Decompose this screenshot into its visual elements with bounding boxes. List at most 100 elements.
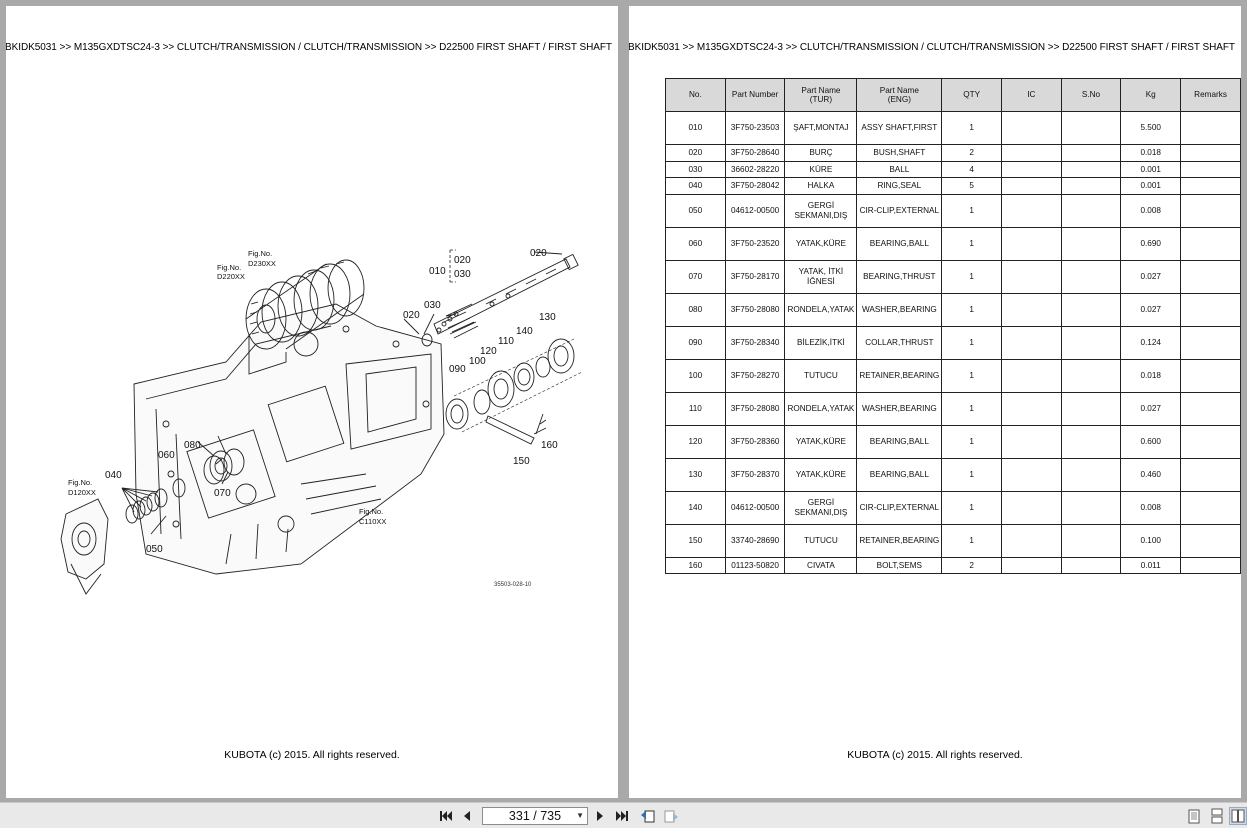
cell-part-number: 01123-50820 xyxy=(724,556,786,574)
cell-no: 100 xyxy=(665,358,726,393)
column-header-kg: Kg xyxy=(1120,78,1182,112)
cell-no: 020 xyxy=(665,144,726,162)
cell-kg: 0.018 xyxy=(1120,358,1182,393)
cell-no: 070 xyxy=(665,259,726,294)
breadcrumb: BKIDK5031 >> M135GXDTSC24-3 >> CLUTCH/TR… xyxy=(629,42,1235,53)
cell-sno xyxy=(1060,358,1122,393)
fig-ref-code: D230XX xyxy=(248,259,276,268)
cell-remarks xyxy=(1180,325,1241,360)
cell-no: 010 xyxy=(665,111,726,145)
cell-sno xyxy=(1060,193,1122,228)
cell-qty: 1 xyxy=(941,292,1002,327)
column-header-part-number: Part Number xyxy=(724,78,786,112)
next-page-icon[interactable] xyxy=(591,807,609,825)
cell-sno xyxy=(1060,523,1122,558)
cell-no: 120 xyxy=(665,424,726,459)
callout-070: 070 xyxy=(214,488,231,499)
cell-remarks xyxy=(1180,556,1241,574)
go-forward-icon[interactable] xyxy=(662,807,680,825)
cell-name-eng: BOLT,SEMS xyxy=(856,556,943,574)
cell-remarks xyxy=(1180,424,1241,459)
cell-sno xyxy=(1060,556,1122,574)
exploded-parts-diagram: 010 020 020 030 020 030 040 050 060 070 … xyxy=(60,248,583,595)
cell-part-number: 3F750-28640 xyxy=(724,144,786,162)
cell-remarks xyxy=(1180,259,1241,294)
cell-part-number: 3F750-28042 xyxy=(724,177,786,195)
cell-qty: 1 xyxy=(941,259,1002,294)
fig-ref-title: Fig.No. xyxy=(68,478,92,487)
cell-ic xyxy=(1001,556,1062,574)
go-back-icon[interactable] xyxy=(639,807,657,825)
cell-qty: 2 xyxy=(941,144,1002,162)
cell-sno xyxy=(1060,490,1122,525)
chevron-down-icon: ▼ xyxy=(576,811,584,820)
cell-remarks xyxy=(1180,160,1241,178)
cell-ic xyxy=(1001,111,1062,145)
right-page: BKIDK5031 >> M135GXDTSC24-3 >> CLUTCH/TR… xyxy=(629,6,1241,798)
cell-sno xyxy=(1060,160,1122,178)
prev-page-icon[interactable] xyxy=(458,807,476,825)
callout-020c: 020 xyxy=(403,310,420,321)
cell-remarks xyxy=(1180,226,1241,261)
cell-no: 030 xyxy=(665,160,726,178)
cell-remarks xyxy=(1180,111,1241,145)
cell-name-tur: ŞAFT,MONTAJ xyxy=(784,111,858,145)
cell-name-eng: BEARING,BALL xyxy=(856,457,943,492)
page-number-select[interactable]: 331 / 735 ▼ xyxy=(482,807,588,825)
cell-part-number: 3F750-28360 xyxy=(724,424,786,459)
figure-references: Fig.No. D230XX Fig.No. D220XX Fig.No. D1… xyxy=(68,249,386,526)
callout-030b: 030 xyxy=(424,300,441,311)
cell-no: 160 xyxy=(665,556,726,574)
cell-remarks xyxy=(1180,144,1241,162)
cell-name-eng: BEARING,THRUST xyxy=(856,259,943,294)
cell-sno xyxy=(1060,424,1122,459)
cell-name-tur: HALKA xyxy=(784,177,858,195)
two-page-view-icon[interactable] xyxy=(1229,807,1247,825)
callout-080: 080 xyxy=(184,440,201,451)
cell-part-number: 3F750-28170 xyxy=(724,259,786,294)
cell-name-tur: CIVATA xyxy=(784,556,858,574)
cell-ic xyxy=(1001,259,1062,294)
cell-sno xyxy=(1060,144,1122,162)
navigation-toolbar: 331 / 735 ▼ xyxy=(0,802,1247,828)
cell-ic xyxy=(1001,424,1062,459)
callout-120: 120 xyxy=(480,346,497,357)
callout-160: 160 xyxy=(541,440,558,451)
cell-kg: 0.027 xyxy=(1120,391,1182,426)
callout-130: 130 xyxy=(539,312,556,323)
cell-ic xyxy=(1001,144,1062,162)
cell-remarks xyxy=(1180,193,1241,228)
callout-100: 100 xyxy=(469,356,486,367)
continuous-view-icon[interactable] xyxy=(1208,807,1226,825)
column-header-part-name-eng: Part Name (ENG) xyxy=(856,78,943,112)
cell-name-tur: YATAK,KÜRE xyxy=(784,424,858,459)
column-header-part-name-tur: Part Name (TUR) xyxy=(784,78,858,112)
cell-qty: 5 xyxy=(941,177,1002,195)
first-page-icon[interactable] xyxy=(437,807,455,825)
last-page-icon[interactable] xyxy=(613,807,631,825)
single-page-view-icon[interactable] xyxy=(1185,807,1203,825)
cell-kg: 0.460 xyxy=(1120,457,1182,492)
cell-part-number: 3F750-28080 xyxy=(724,292,786,327)
cell-qty: 1 xyxy=(941,358,1002,393)
cell-qty: 4 xyxy=(941,160,1002,178)
copyright-notice: KUBOTA (c) 2015. All rights reserved. xyxy=(224,749,400,761)
cell-name-eng: BEARING,BALL xyxy=(856,226,943,261)
cell-qty: 1 xyxy=(941,226,1002,261)
left-page: BKIDK5031 >> M135GXDTSC24-3 >> CLUTCH/TR… xyxy=(6,6,618,798)
cell-part-number: 3F750-23503 xyxy=(724,111,786,145)
cell-kg: 0.027 xyxy=(1120,259,1182,294)
cell-no: 110 xyxy=(665,391,726,426)
cell-name-tur: GERGİ SEKMANI,DIŞ xyxy=(784,490,858,525)
cell-sno xyxy=(1060,325,1122,360)
callout-050: 050 xyxy=(146,544,163,555)
cell-part-number: 04612-00500 xyxy=(724,193,786,228)
callout-150: 150 xyxy=(513,456,530,467)
